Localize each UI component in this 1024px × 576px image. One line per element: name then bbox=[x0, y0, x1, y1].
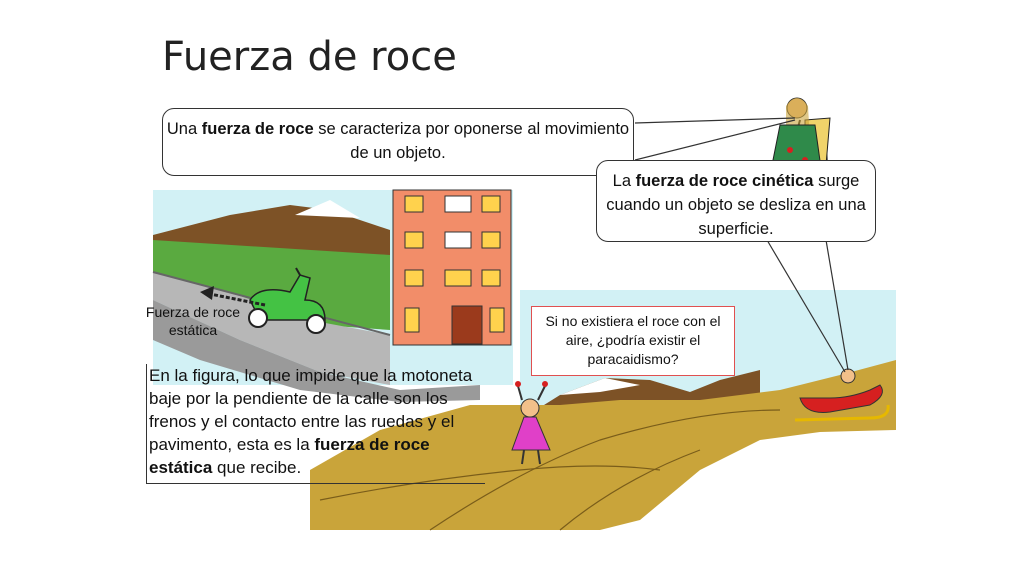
callout2-text-start: La bbox=[612, 172, 636, 190]
callout1-text-start: Una bbox=[166, 120, 202, 138]
callout-connectors bbox=[634, 117, 849, 373]
force-label: Fuerza de roce estática bbox=[145, 304, 241, 338]
paragraph-bold: fuerza de roce estática bbox=[149, 435, 430, 477]
callout1-bold: fuerza de roce bbox=[201, 120, 314, 138]
explanation-paragraph: En la figura, lo que impide que la moton… bbox=[146, 364, 485, 484]
force-arrow-icon bbox=[200, 286, 266, 307]
callout1-text-end: se caracteriza por oponerse al movimient… bbox=[313, 120, 630, 162]
callout2-bold: fuerza de roce cinética bbox=[635, 172, 814, 190]
scooter-icon bbox=[248, 267, 326, 334]
callout2-text-end: surge cuando un objeto se desliza en una… bbox=[606, 172, 866, 238]
paragraph-text-end: que recibe. bbox=[212, 458, 302, 477]
friction-definition-callout: Una fuerza de roce se caracteriza por op… bbox=[162, 108, 634, 176]
kinetic-friction-callout: La fuerza de roce cinética surge cuando … bbox=[596, 160, 876, 242]
question-box: Si no existiera el roce con el aire, ¿po… bbox=[531, 306, 735, 376]
paragraph-text-start: En la figura, lo que impide que la moton… bbox=[149, 366, 473, 454]
question-text: Si no existiera el roce con el aire, ¿po… bbox=[545, 313, 721, 367]
slide-title: Fuerza de roce bbox=[162, 34, 457, 80]
street-scene bbox=[152, 189, 513, 402]
girl-icon bbox=[511, 381, 551, 465]
